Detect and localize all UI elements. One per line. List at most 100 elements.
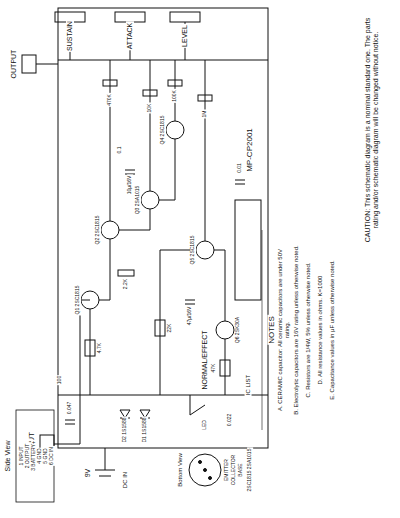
component-label: 5 GND [43,447,49,464]
component-label: C. Resistors are 1/4W, 5% unless otherwi… [305,239,312,421]
schematic-stroke [235,200,261,300]
schematic-stroke [118,270,134,276]
caution-caption: CAUTION: This schematic diagram is a nom… [364,9,380,251]
component-label: LEVEL [181,24,189,48]
schematic-stroke [205,60,206,241]
component-label: 100 [57,375,63,385]
component-label: 10μ/16V [127,175,133,196]
component-label: IC LIST [245,374,252,396]
schematic-stroke [103,80,117,86]
component-label: Q4 2SC1815 [160,115,166,146]
schematic-stroke [101,221,119,239]
component-label: OUTPUT [10,49,18,80]
schematic-stroke [159,139,175,200]
component-label: ATTACK [126,22,134,51]
component-label: 0.047 [67,401,73,416]
component-label: 22K [167,323,173,334]
schematic-stroke [216,321,234,339]
schematic-stroke [90,309,91,395]
schematic-stroke [198,95,212,101]
schematic-stroke [196,241,214,259]
component-label: 2SC1815 2SA1015 [247,448,253,493]
schematic-stroke [225,339,226,395]
component-label: Q6 2SK30A [235,316,241,344]
component-label: NORMAL/EFFECT [201,329,209,390]
schematic-stroke [36,64,58,65]
component-label: B. Electrolytic capacitors are 16V ratin… [293,239,300,421]
component-label: MP-CP2001 [245,127,254,173]
schematic-stroke [235,180,245,181]
schematic-stroke [81,121,234,339]
schematic-stroke [235,184,245,185]
component-label: 1M [202,110,208,119]
component-label: D. All resistance values in ohms. K=1000 [317,239,324,421]
schematic-stroke [150,60,151,191]
component-label: SUSTAIN [66,20,74,52]
component-label: E. Capacitance values in μF unless other… [329,239,336,421]
component-label: 100K [172,89,178,103]
schematic-stroke [214,250,225,321]
component-label: Q5 2SC1815 [190,235,196,266]
component-label: DC IN [122,471,129,489]
component-label: 470K [107,93,113,107]
component-label: 47K [211,363,217,374]
schematic-stroke [168,80,182,86]
component-label: 0.022 [227,413,233,428]
component-label: 4.7K [97,342,103,354]
schematic-stroke [110,60,111,221]
schematic-stroke [190,405,205,415]
schematic-stroke [189,454,221,486]
schematic-stroke [58,60,268,61]
component-label: D2 1S1588 [122,416,128,443]
schematic-stroke [54,444,80,445]
component-label: BASE [238,462,244,477]
component-label: 0.1 [117,146,123,155]
component-label: Q3 2SA1015 [135,185,141,216]
component-label: COLLECTOR [231,454,237,486]
schematic-stroke [22,55,36,73]
schematic-stroke [166,121,184,139]
component-label: 4 GND [37,447,43,464]
schematic-stroke [105,448,106,470]
schematic-stroke [141,191,159,209]
component-label: 1 INPUT [19,445,25,466]
component-label: 2.2K [123,278,129,290]
component-label: EMITTER [224,458,230,482]
schematic-stroke [80,395,81,444]
component-label: Side View [4,439,12,472]
schematic-stroke [99,476,111,477]
component-label: NOTES [267,315,276,345]
schematic-stroke [115,12,145,22]
component-label: 0.01 [237,162,243,174]
component-label: 10K [147,103,153,114]
component-label: LED [202,419,208,431]
schematic-stroke [209,477,212,480]
component-label: Q1 2SC1815 [75,285,81,316]
component-label: D1 1S1588 [142,416,148,443]
schematic-stroke [190,395,191,415]
component-label: 9V [84,468,92,479]
schematic-stroke [185,304,195,305]
component-label: 6 DC IN [49,446,55,466]
schematic-stroke [143,90,157,96]
schematic-stroke [204,469,207,472]
schematic-stroke [16,410,54,502]
component-label: Q2 2SC1815 [95,215,101,246]
schematic-stroke [85,340,95,356]
schematic-stroke [58,8,268,448]
schematic-stroke [262,230,263,430]
schematic-stroke [125,170,135,171]
schematic-stroke [155,320,165,336]
schematic-stroke [170,12,200,22]
schematic-stroke [185,300,195,301]
schematic-stroke [65,424,75,425]
component-label: Bottom View [177,452,184,488]
schematic-stroke [199,461,202,464]
component-label: 3 BATTERY+ [31,440,37,472]
component-label: 2 OUTPUT [25,443,31,470]
schematic-stroke [65,420,75,421]
component-label: A. CERAMIC capacitor: All ceramic capaci… [277,239,291,421]
component-label: 47μ/16V [187,306,193,327]
